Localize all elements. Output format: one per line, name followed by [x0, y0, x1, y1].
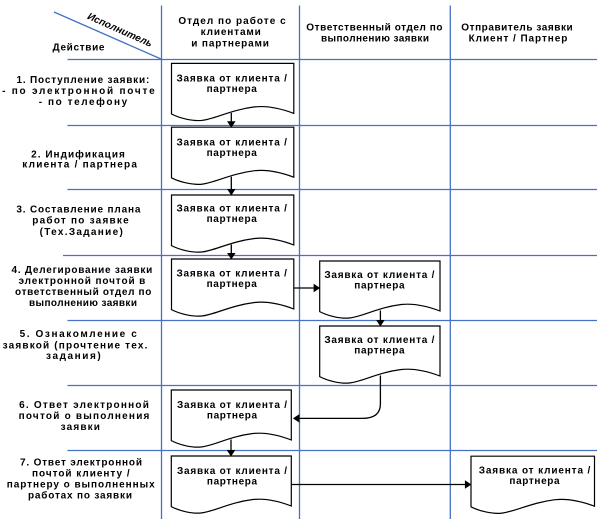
svg-text:клиента / партнера: клиента / партнера: [22, 160, 137, 171]
svg-text:Заявка от клиента /: Заявка от клиента /: [479, 466, 591, 477]
svg-text:4. Делегирование заявки: 4. Делегирование заявки: [12, 265, 153, 276]
svg-text:партнера: партнера: [207, 411, 258, 422]
svg-text:заявки: заявки: [61, 422, 100, 433]
svg-text:клиентами: клиентами: [201, 27, 261, 38]
svg-text:работ по заявке: работ по заявке: [32, 215, 129, 227]
svg-text:партнера: партнера: [207, 477, 258, 488]
svg-text:выполнению заявки: выполнению заявки: [321, 34, 429, 45]
svg-text:партнера: партнера: [207, 279, 258, 290]
svg-text:заявкой (прочтение тех.: заявкой (прочтение тех.: [3, 340, 148, 351]
svg-text:Заявка от клиента /: Заявка от клиента /: [176, 137, 287, 148]
svg-text:задания): задания): [46, 351, 101, 362]
svg-text:работах по заявки: работах по заявки: [28, 490, 132, 502]
svg-text:Заявка от клиента /: Заявка от клиента /: [177, 400, 287, 411]
svg-text:партнера: партнера: [207, 84, 258, 95]
svg-text:2. Индификация: 2. Индификация: [31, 148, 125, 160]
svg-text:Заявка от клиента /: Заявка от клиента /: [324, 335, 434, 346]
svg-text:партнера: партнера: [509, 476, 560, 487]
svg-text:выполнению заявки: выполнению заявки: [29, 298, 137, 309]
svg-text:Ответственный отдел по: Ответственный отдел по: [306, 23, 442, 34]
svg-text:почтой о выполнения: почтой о выполнения: [19, 411, 150, 422]
svg-text:(Тех.Задание): (Тех.Задание): [40, 227, 123, 238]
svg-text:7. Ответ электронной: 7. Ответ электронной: [20, 457, 142, 468]
svg-text:ответственный отдел по: ответственный отдел по: [15, 287, 151, 298]
svg-text:Отдел по работе с: Отдел по работе с: [178, 15, 286, 27]
svg-text:партнера: партнера: [354, 346, 405, 357]
svg-text:- по телефону: - по телефону: [39, 96, 128, 108]
svg-text:Заявка от клиента /: Заявка от клиента /: [176, 74, 287, 85]
svg-text:Заявка от клиента /: Заявка от клиента /: [177, 466, 287, 477]
svg-text:и партнерами: и партнерами: [191, 38, 269, 49]
svg-text:Клиент / Партнер: Клиент / Партнер: [469, 34, 568, 45]
svg-text:почтой клиенту /: почтой клиенту /: [32, 469, 130, 480]
svg-text:партнера: партнера: [207, 148, 258, 159]
svg-text:3. Составление плана: 3. Составление плана: [16, 204, 140, 215]
svg-text:партнера: партнера: [207, 214, 258, 225]
svg-text:Заявка от клиента /: Заявка от клиента /: [176, 204, 287, 215]
svg-text:Отправитель заявки: Отправитель заявки: [461, 22, 572, 33]
svg-text:Заявка от клиента /: Заявка от клиента /: [176, 269, 287, 280]
svg-text:- по электронной почте: - по электронной почте: [2, 86, 155, 97]
svg-text:партнера: партнера: [354, 281, 405, 292]
svg-text:6. Ответ электронной: 6. Ответ электронной: [19, 400, 149, 411]
svg-text:Действие: Действие: [53, 42, 105, 53]
svg-text:электронной почтой в: электронной почтой в: [19, 276, 146, 287]
svg-text:партнеру о выполненных: партнеру о выполненных: [7, 480, 155, 491]
svg-text:5. Ознакомление с: 5. Ознакомление с: [20, 329, 138, 340]
svg-text:Заявка от клиента /: Заявка от клиента /: [324, 270, 434, 281]
svg-text:1. Поступление заявки:: 1. Поступление заявки:: [17, 75, 150, 86]
